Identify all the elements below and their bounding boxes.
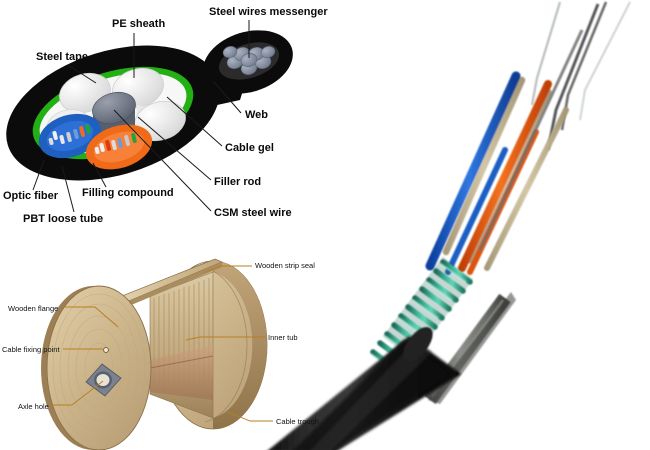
leader-axle-hole	[52, 380, 104, 406]
leader-web	[213, 81, 242, 114]
reel-drum-barrel	[149, 271, 214, 419]
leader-csm-steel-wire	[113, 109, 212, 212]
leader-pbt-loose-tube	[61, 165, 75, 213]
reel-front-flange	[41, 285, 152, 450]
photo-black-jacket	[268, 327, 461, 450]
cable-fixing-point-hole	[103, 347, 109, 353]
leader-filler-rod	[137, 116, 212, 181]
label-filling-compound: Filling compound	[82, 187, 174, 199]
label-cable-trough: Cable trough	[276, 417, 319, 426]
cross-section-leader-lines	[32, 20, 250, 213]
label-axle-hole: Axle hole	[18, 402, 49, 411]
cross-section-labels: PE sheath Steel wires messenger Steel ta…	[3, 6, 328, 225]
label-cable-gel: Cable gel	[225, 142, 274, 154]
label-csm-steel-wire: CSM steel wire	[214, 207, 292, 219]
label-web: Web	[245, 109, 268, 121]
label-optic-fiber: Optic fiber	[3, 190, 59, 202]
leader-wooden-flange	[63, 306, 119, 328]
leader-filling-compound	[92, 162, 107, 188]
label-pbt-loose-tube: PBT loose tube	[23, 213, 103, 225]
leader-optic-fiber	[32, 159, 45, 191]
label-inner-tub: Inner tub	[268, 333, 298, 342]
label-pe-sheath: PE sheath	[112, 18, 165, 30]
label-wooden-strip-seal: Wooden strip seal	[255, 261, 315, 270]
label-filler-rod: Filler rod	[214, 176, 261, 188]
reel-back-flange-rim	[204, 261, 267, 429]
label-steel-wires-messenger: Steel wires messenger	[209, 6, 328, 18]
label-cable-fixing-point: Cable fixing point	[2, 345, 60, 354]
photo-loose-tubes	[425, 29, 584, 275]
leader-inner-tub	[185, 336, 265, 341]
reel-labels: Wooden strip seal Wooden flange Inner tu…	[2, 261, 319, 426]
reel-leader-lines	[52, 265, 273, 422]
leader-cable-gel	[166, 96, 223, 147]
leader-steel-tape	[67, 64, 97, 84]
pbt-loose-tube-blue	[38, 113, 102, 159]
pbt-loose-tube-orange	[85, 124, 153, 170]
label-wooden-flange: Wooden flange	[8, 304, 58, 313]
optic-fibers-blue-tube	[48, 124, 91, 146]
label-steel-tape: Steel tape	[36, 51, 88, 63]
leader-cable-trough	[227, 411, 273, 422]
messenger-steel-wires	[218, 42, 280, 80]
optic-fibers-orange-tube	[94, 133, 137, 155]
leader-wooden-strip-seal	[204, 265, 252, 273]
